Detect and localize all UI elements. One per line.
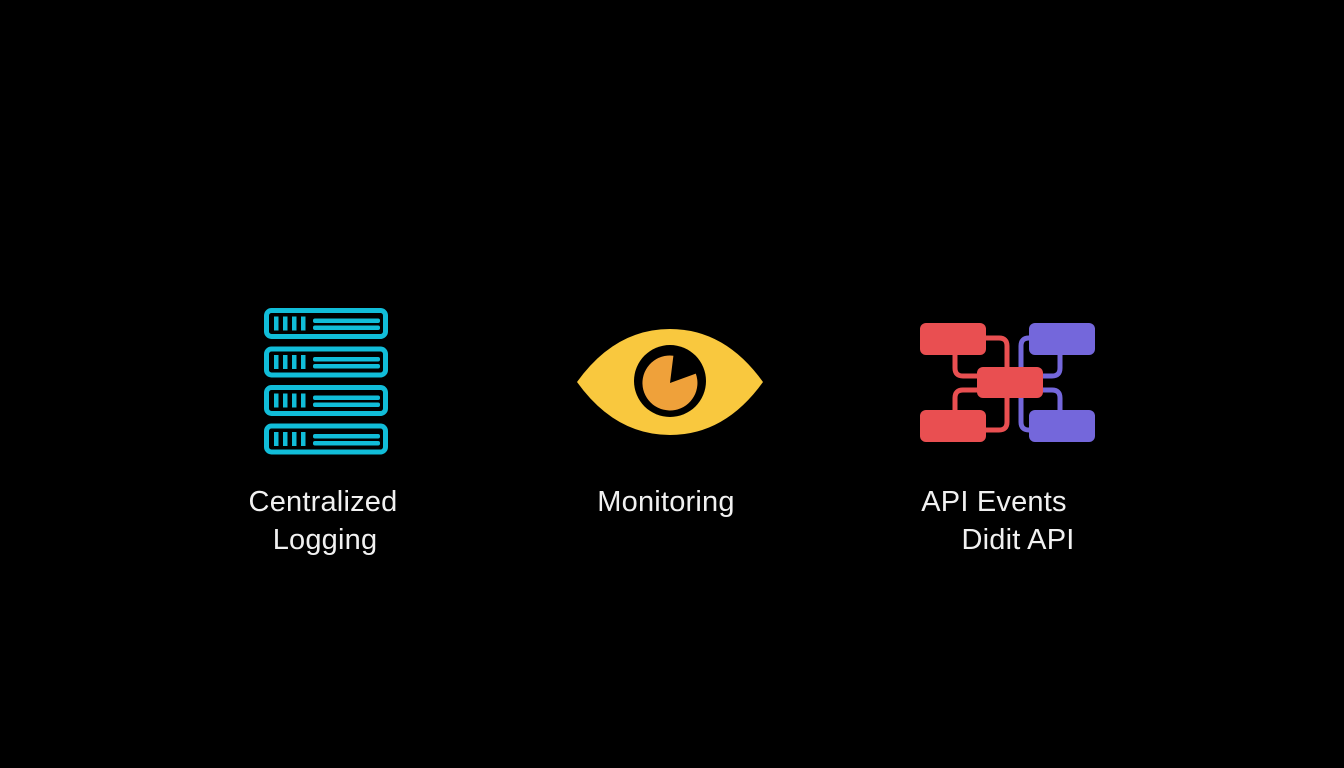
- flowchart-icon: [920, 323, 1095, 442]
- flow-node-top-right: [1029, 323, 1095, 355]
- flow-node-bottom-left: [920, 410, 986, 442]
- feature-label-line: API Events: [921, 486, 1067, 518]
- feature-label-line: Centralized: [248, 486, 398, 518]
- server-stack-icon: [264, 308, 388, 455]
- flow-node-bottom-right: [1029, 410, 1095, 442]
- feature-label-line: Logging: [272, 524, 378, 556]
- eye-pupil: [642, 355, 698, 411]
- flow-node-center: [977, 367, 1043, 398]
- eye-icon: [577, 329, 763, 435]
- flow-node-top-left: [920, 323, 986, 355]
- feature-label-line: Didit API: [961, 524, 1075, 556]
- feature-label-line: Monitoring: [597, 486, 735, 518]
